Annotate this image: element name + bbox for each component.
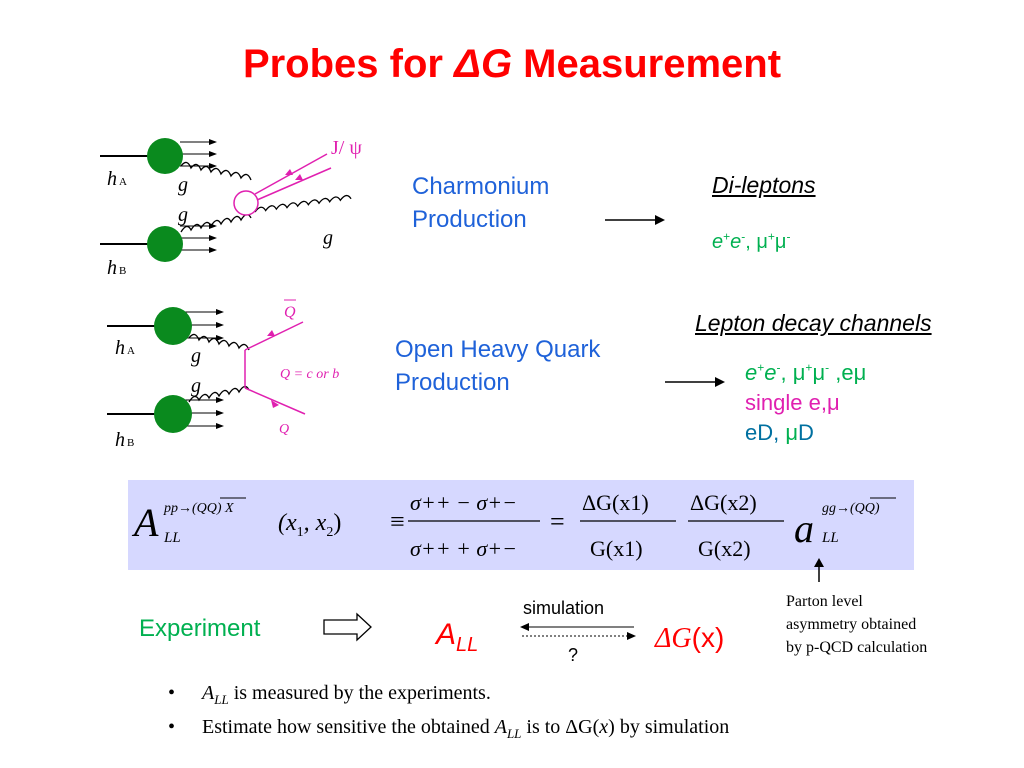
channel-line-1: e+e-, μ+μ- ,eμ [745,360,867,385]
svg-text:ΔG(x2): ΔG(x2) [690,490,757,515]
svg-text:≡: ≡ [390,507,405,536]
gluon-label: g [191,345,201,367]
lepton-decay-channels: e+e-, μ+μ- ,eμ single e,μ eD, μD [745,358,866,448]
svg-text:hB: hB [107,257,126,279]
quark-type-label: Q = c or b [280,367,339,382]
delta-g-symbol: ΔG [454,42,513,86]
svg-text:G(x2): G(x2) [698,536,751,561]
double-arrow-right-icon [323,612,372,642]
svg-text:pp→(QQ) X: pp→(QQ) X [163,501,234,516]
asymmetry-formula-box [128,480,914,570]
simulation-label: simulation [523,598,605,618]
channel-line-3: eD, μD [745,420,814,445]
charmonium-production-label: Charmonium Production [412,173,550,233]
delta-g-x-label: ΔG(x) [655,622,725,654]
page-title: Probes for ΔG Measurement [242,42,782,86]
parton-level-note: Parton level asymmetry obtained by p-QCD… [786,593,928,656]
svg-text:hB: hB [115,429,134,451]
hadron-b-circle [147,226,183,262]
all-symbol: ALL [436,618,479,656]
gluon-label: g [178,174,188,196]
bullet-item: • Estimate how sensitive the obtained AL… [168,716,730,741]
hadron-b-circle [154,395,192,433]
svg-text:(x1, x2): (x1, x2) [278,510,341,540]
bullet-item: • ALL is measured by the experiments. [168,682,491,707]
svg-text:σ++ − σ+−: σ++ − σ+− [410,490,517,515]
q-label: Q [279,422,289,437]
svg-text:A: A [131,500,159,545]
gluon-label: g [191,375,201,397]
bullet-list: • ALL is measured by the experiments. • … [168,682,729,750]
experiment-label: Experiment [139,615,261,642]
jpsi-label: J/ ψ [331,137,362,159]
svg-text:G(x1): G(x1) [590,536,643,561]
hadron-a-circle [154,307,192,345]
dilepton-channels: e+e-, μ+μ- [712,229,791,253]
qbar-label: Q [284,304,296,321]
svg-text:a: a [794,506,814,551]
hadron-a-circle [147,138,183,174]
arrow-up-icon [814,558,824,582]
lepton-decay-heading: Lepton decay channels [695,310,932,336]
svg-text:hA: hA [107,168,127,190]
asymmetry-formula: A pp→(QQ) X LL (x1, x2) ≡ σ++ − σ+− σ++ … [131,490,896,561]
channel-line-2: single e,μ [745,390,840,415]
question-mark: ? [568,645,579,665]
dileptons-heading: Di-leptons [712,172,816,198]
double-arrow-icon [520,623,636,640]
svg-text:LL: LL [821,530,839,546]
svg-text:σ++ + σ+−: σ++ + σ+− [410,536,517,561]
svg-text:gg→(QQ): gg→(QQ) [822,501,880,516]
svg-text:hA: hA [115,337,135,359]
svg-text:LL: LL [163,530,181,546]
svg-text:ΔG(x1): ΔG(x1) [582,490,649,515]
svg-text:=: = [550,507,565,536]
open-heavy-quark-production-label: Open Heavy Quark Production [395,336,601,396]
arrow-right-icon [605,215,665,225]
arrow-right-icon [665,377,725,387]
gluon-label: g [323,227,333,249]
gluon-label: g [178,204,188,226]
